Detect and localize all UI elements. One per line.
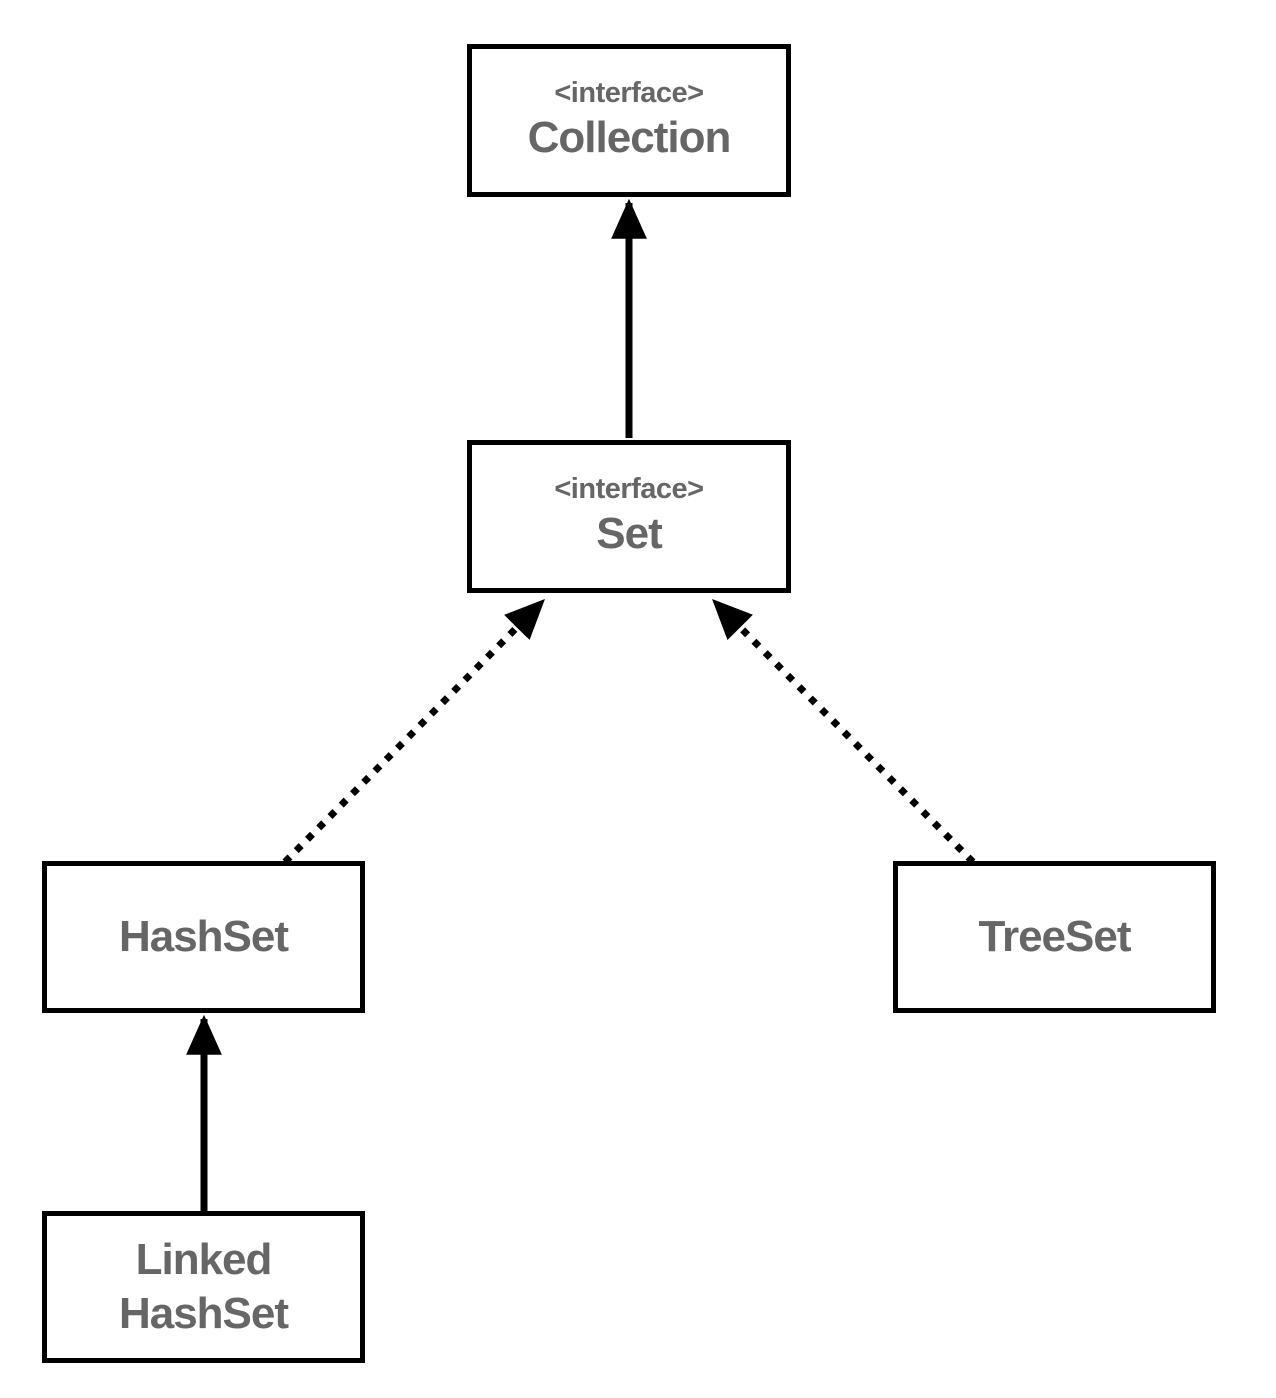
node-set: <interface> Set [467, 440, 791, 593]
hashset-name-label: HashSet [118, 911, 289, 961]
node-hashset: HashSet [42, 861, 365, 1013]
edge-treeset-to-set [712, 599, 976, 865]
node-linkedhashset: Linked HashSet [42, 1211, 365, 1363]
node-treeset: TreeSet [893, 861, 1216, 1013]
collection-stereotype-label: <interface> [554, 76, 704, 109]
node-collection: <interface> Collection [467, 44, 791, 197]
linkedhashset-name-line1: Linked [135, 1234, 273, 1284]
treeset-name-label: TreeSet [978, 911, 1132, 961]
set-name-label: Set [596, 508, 662, 558]
linkedhashset-name-line2: HashSet [118, 1288, 289, 1338]
set-stereotype-label: <interface> [554, 472, 704, 505]
edge-hashset-to-set [282, 599, 545, 865]
collection-name-label: Collection [527, 112, 732, 162]
